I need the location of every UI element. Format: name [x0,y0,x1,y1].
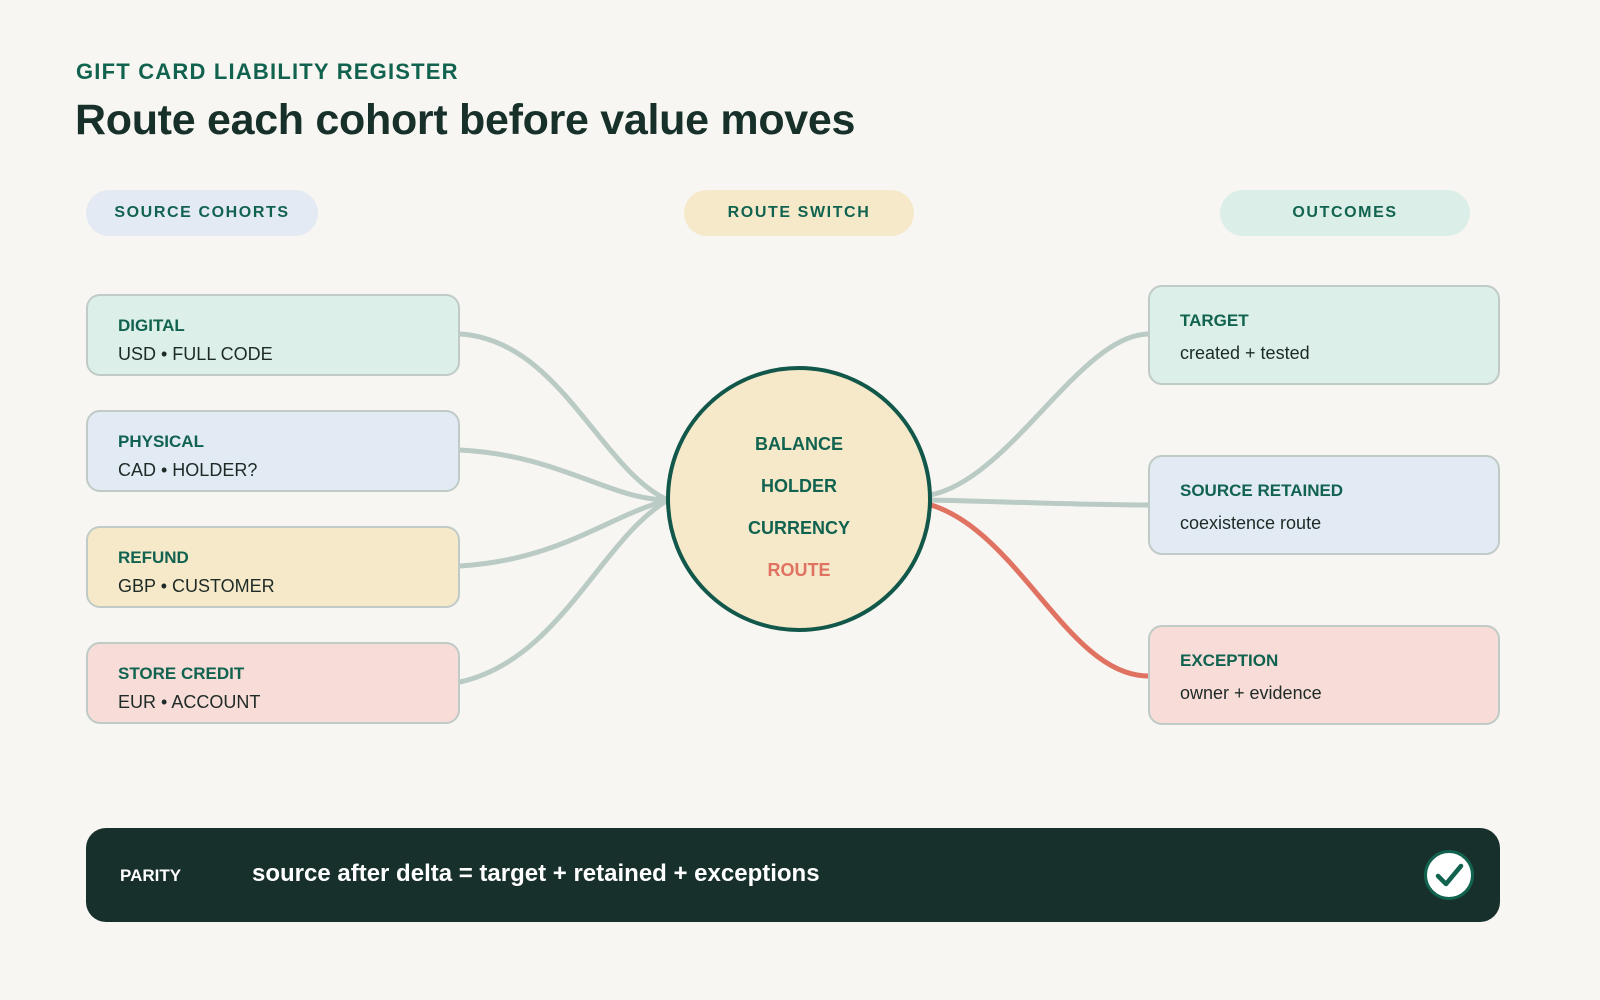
source-card-refund: REFUND GBP • CUSTOMER [86,526,460,608]
link-store-credit [457,497,671,685]
source-card-detail: GBP • CUSTOMER [118,576,275,596]
outcome-card-title: SOURCE RETAINED [1180,481,1344,500]
outcome-card-detail: created + tested [1180,343,1310,363]
hub-label-route: ROUTE [767,560,831,580]
hub-label-balance: BALANCE [755,434,843,454]
source-card-detail: CAD • HOLDER? [118,460,258,480]
outcome-card-source-retained: SOURCE RETAINED coexistence route [1148,455,1500,555]
link-digital [457,331,671,503]
source-card-detail: EUR • ACCOUNT [118,692,261,712]
source-card-title: REFUND [118,548,189,567]
route-switch-hub: BALANCE HOLDER CURRENCY ROUTE [666,366,932,632]
hub-label-holder: HOLDER [761,476,837,496]
outcome-card-detail: coexistence route [1180,513,1322,533]
parity-panel: PARITY source after delta = target + ret… [86,828,1500,922]
column-label-source: SOURCE COHORTS [86,190,318,236]
link-physical [457,447,671,503]
checkmark-icon [1424,850,1474,900]
link-target [927,331,1151,498]
link-source-retained [927,497,1151,508]
outcome-card-detail: owner + evidence [1180,683,1322,703]
link-exception [897,497,1151,679]
outcome-card-exception: EXCEPTION owner + evidence [1148,625,1500,725]
source-card-title: STORE CREDIT [118,664,245,683]
parity-label: PARITY [120,866,182,885]
source-card-title: PHYSICAL [118,432,204,451]
parity-equation: source after delta = target + retained +… [252,860,820,887]
source-card-store-credit: STORE CREDIT EUR • ACCOUNT [86,642,460,724]
source-card-physical: PHYSICAL CAD • HOLDER? [86,410,460,492]
column-label-route: ROUTE SWITCH [684,190,914,236]
source-card-detail: USD • FULL CODE [118,344,273,364]
outcome-card-title: EXCEPTION [1180,651,1279,670]
outcome-card-target: TARGET created + tested [1148,285,1500,385]
link-refund [457,497,671,569]
source-card-title: DIGITAL [118,316,185,335]
hub-label-currency: CURRENCY [747,518,850,538]
page-title: Route each cohort before value moves [75,96,856,144]
column-label-outcomes: OUTCOMES [1220,190,1470,236]
eyebrow: GIFT CARD LIABILITY REGISTER [76,59,459,84]
outcome-card-title: TARGET [1180,311,1249,330]
source-card-digital: DIGITAL USD • FULL CODE [86,294,460,376]
